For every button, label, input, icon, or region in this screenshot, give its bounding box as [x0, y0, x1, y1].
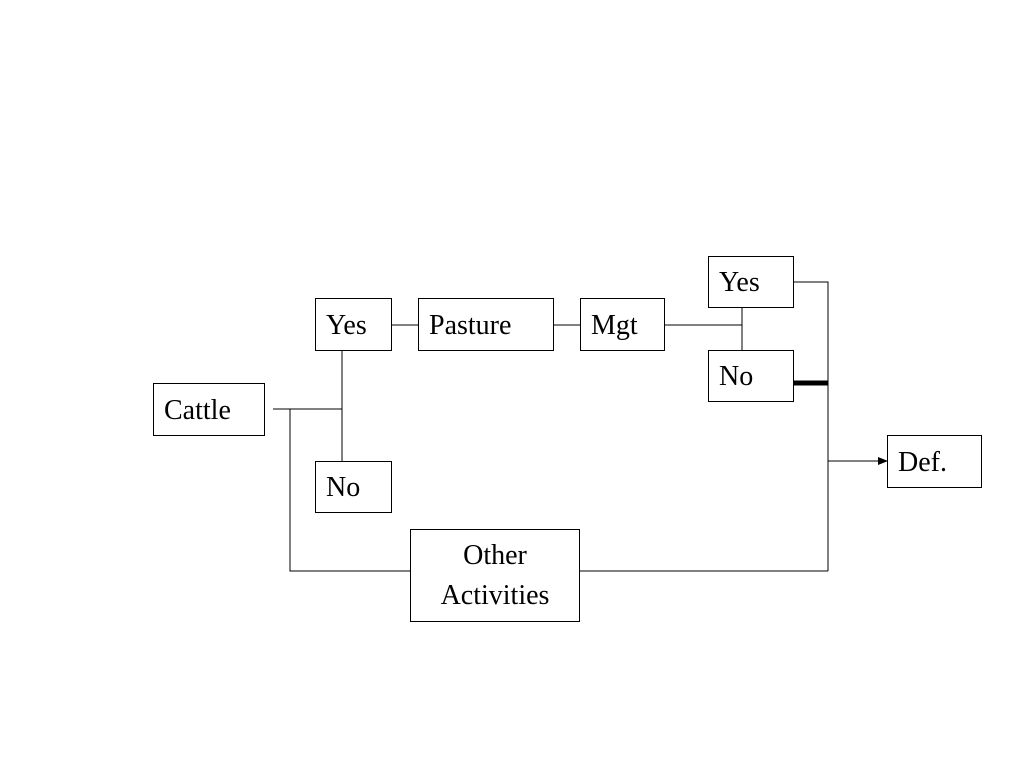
node-mgt: Mgt — [580, 298, 665, 351]
node-no-right: No — [708, 350, 794, 402]
node-cattle: Cattle — [153, 383, 265, 436]
node-other-line2: Activities — [440, 579, 550, 611]
connector-cattle-other — [289, 409, 410, 572]
node-yes-top: Yes — [315, 298, 392, 351]
node-def: Def. — [887, 435, 982, 488]
node-other-activities: Other Activities — [410, 529, 580, 622]
node-pasture: Pasture — [418, 298, 554, 351]
node-other-line1: Other — [463, 539, 527, 571]
node-no-middle: No — [315, 461, 392, 513]
node-yes-right: Yes — [708, 256, 794, 308]
connector-right-yes-collector — [794, 281, 829, 571]
